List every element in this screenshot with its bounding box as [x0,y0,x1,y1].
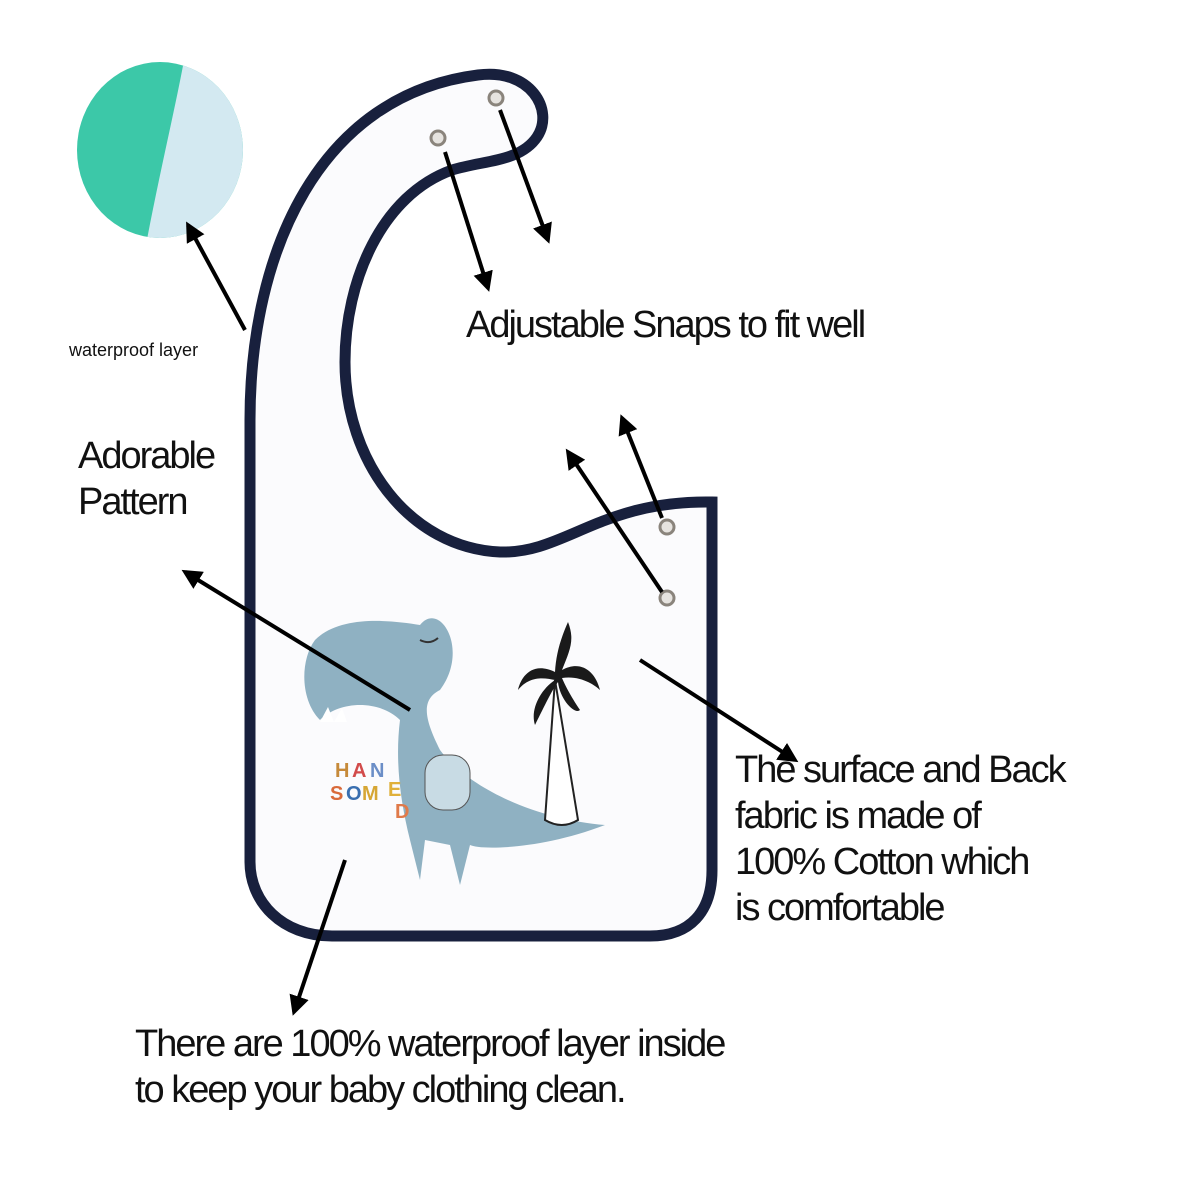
bib [244,68,718,942]
svg-text:D: D [395,801,409,823]
dinosaur-print [304,618,605,885]
svg-text:E: E [388,779,401,801]
swatch-label: waterproof layer [68,340,198,360]
svg-text:H: H [335,760,349,782]
snap-buttons [429,89,676,607]
fabric-label-line1: The surface and Back [735,749,1068,791]
pattern-label-line1: Adorable [78,435,215,477]
svg-text:A: A [352,760,366,782]
svg-text:M: M [362,783,379,805]
pattern-label-line2: Pattern [78,481,187,523]
svg-text:O: O [346,783,362,805]
svg-text:S: S [330,783,343,805]
waterproof-swatch [77,62,243,238]
arrows [181,109,799,1016]
fabric-label-line4: is comfortable [735,887,944,929]
palm-tree-print [518,622,600,826]
waterproof-label-line2: to keep your baby clothing clean. [135,1069,625,1111]
waterproof-label-line1: There are 100% waterproof layer inside [135,1023,725,1065]
snaps-label: Adjustable Snaps to fit well [466,304,864,346]
fabric-label-line2: fabric is made of [735,795,982,837]
handsome-text: H A N S O M D E [330,760,409,823]
fabric-label-line3: 100% Cotton which [735,841,1028,883]
svg-text:N: N [370,760,384,782]
